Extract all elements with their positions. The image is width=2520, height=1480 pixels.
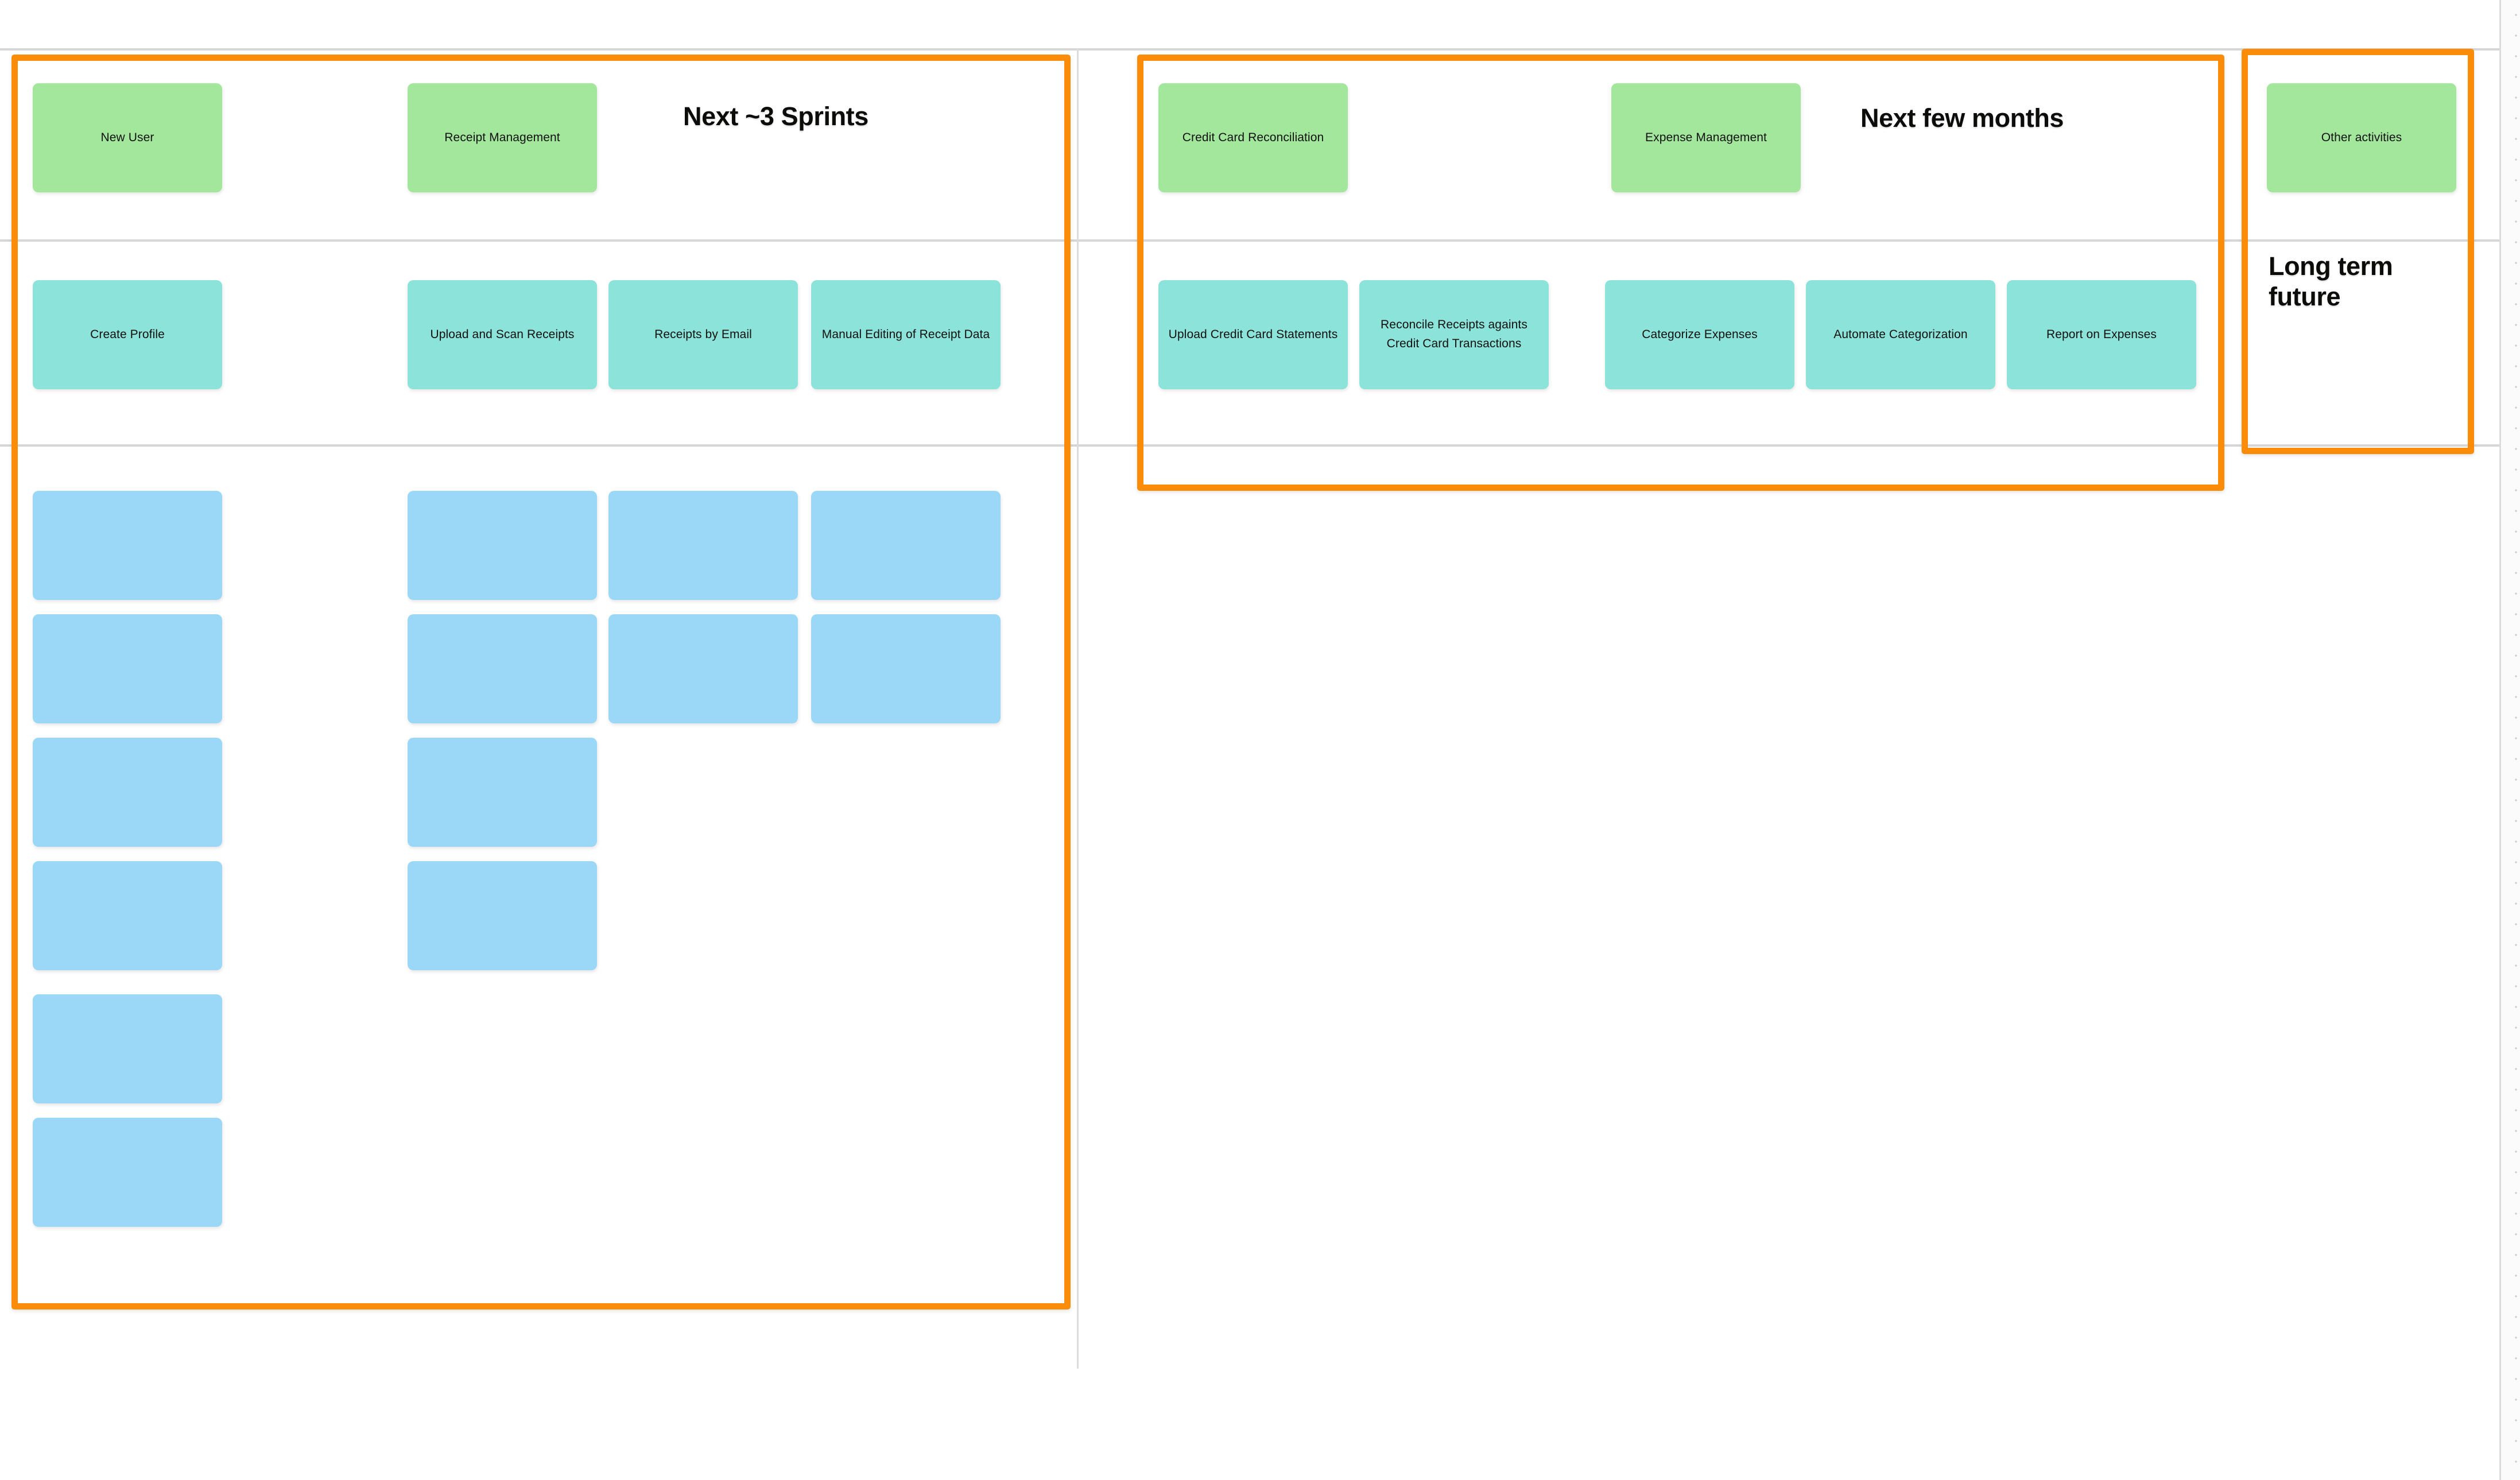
frame-next-sprints[interactable] (11, 55, 1071, 1309)
activity-card[interactable]: Create Profile (33, 280, 222, 389)
column-divider-right (2499, 0, 2501, 1480)
story-card[interactable] (811, 491, 1001, 600)
activity-card-label: Upload and Scan Receipts (430, 327, 575, 341)
story-card[interactable] (33, 994, 222, 1103)
story-card[interactable] (408, 738, 597, 847)
story-card[interactable] (33, 491, 222, 600)
epic-card-label: Receipt Management (444, 130, 560, 144)
activity-card-label: Automate Categorization (1833, 327, 1968, 341)
activity-card-label: Upload Credit Card Statements (1168, 327, 1338, 341)
story-card[interactable] (33, 738, 222, 847)
story-card[interactable] (608, 614, 798, 723)
story-card[interactable] (408, 861, 597, 970)
epic-card-label: Credit Card Reconciliation (1182, 130, 1324, 144)
lane-divider-middle (0, 239, 2500, 242)
activity-card[interactable]: Categorize Expenses (1605, 280, 1794, 389)
activity-card[interactable]: Receipts by Email (608, 280, 798, 389)
activity-card-label: Create Profile (90, 327, 165, 341)
lane-divider-bottom (0, 444, 2500, 447)
column-divider-left (1077, 48, 1079, 1369)
activity-card[interactable]: Manual Editing of Receipt Data (811, 280, 1001, 389)
lane-divider-top (0, 48, 2500, 51)
story-card[interactable] (33, 614, 222, 723)
epic-card-label: New User (100, 130, 154, 144)
activity-card-label: Receipts by Email (654, 327, 752, 341)
canvas-dot-grid (2500, 0, 2520, 1480)
epic-card[interactable]: Credit Card Reconciliation (1158, 83, 1348, 192)
story-card[interactable] (408, 491, 597, 600)
heading-next-sprints: Next ~3 Sprints (683, 102, 869, 131)
story-card[interactable] (33, 1118, 222, 1227)
activity-card[interactable]: Report on Expenses (2007, 280, 2196, 389)
activity-card[interactable]: Upload and Scan Receipts (408, 280, 597, 389)
activity-card[interactable]: Reconcile Receipts againts Credit Card T… (1359, 280, 1549, 389)
story-card[interactable] (811, 614, 1001, 723)
activity-card-label: Categorize Expenses (1642, 327, 1758, 341)
heading-next-months: Next few months (1860, 103, 2064, 133)
epic-card[interactable]: New User (33, 83, 222, 192)
activity-card-label: Manual Editing of Receipt Data (821, 327, 990, 341)
heading-long-term: Long term future (2269, 251, 2393, 312)
frame-next-months[interactable] (1137, 55, 2224, 491)
activity-card[interactable]: Upload Credit Card Statements (1158, 280, 1348, 389)
activity-card-label: Report on Expenses (2046, 327, 2157, 341)
story-card[interactable] (608, 491, 798, 600)
epic-card[interactable]: Other activities (2267, 83, 2456, 192)
story-card[interactable] (408, 614, 597, 723)
activity-card-label: Reconcile Receipts againts Credit Card T… (1381, 318, 1527, 350)
epic-card-label: Expense Management (1645, 130, 1767, 144)
story-card[interactable] (33, 861, 222, 970)
epic-card[interactable]: Receipt Management (408, 83, 597, 192)
epic-card-label: Other activities (2321, 130, 2402, 144)
frame-long-term[interactable] (2242, 49, 2474, 454)
activity-card[interactable]: Automate Categorization (1806, 280, 1995, 389)
epic-card[interactable]: Expense Management (1611, 83, 1801, 192)
